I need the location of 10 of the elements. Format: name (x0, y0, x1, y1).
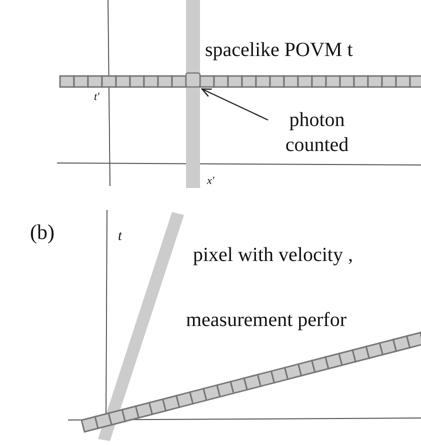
axis-label: t' (94, 92, 100, 103)
callout-text: photon counted (272, 108, 362, 158)
leader-arrow (201, 88, 268, 121)
annotation-text: measurement perfor (186, 310, 346, 330)
annotation-text: pixel with velocity , (193, 245, 353, 265)
heading-text: spacelike POVM t (205, 40, 353, 60)
highlighted-pixel (185, 72, 201, 88)
axis-label: x' (207, 176, 214, 187)
panel-label: (b) (30, 222, 54, 243)
axis-label: t (118, 230, 122, 244)
